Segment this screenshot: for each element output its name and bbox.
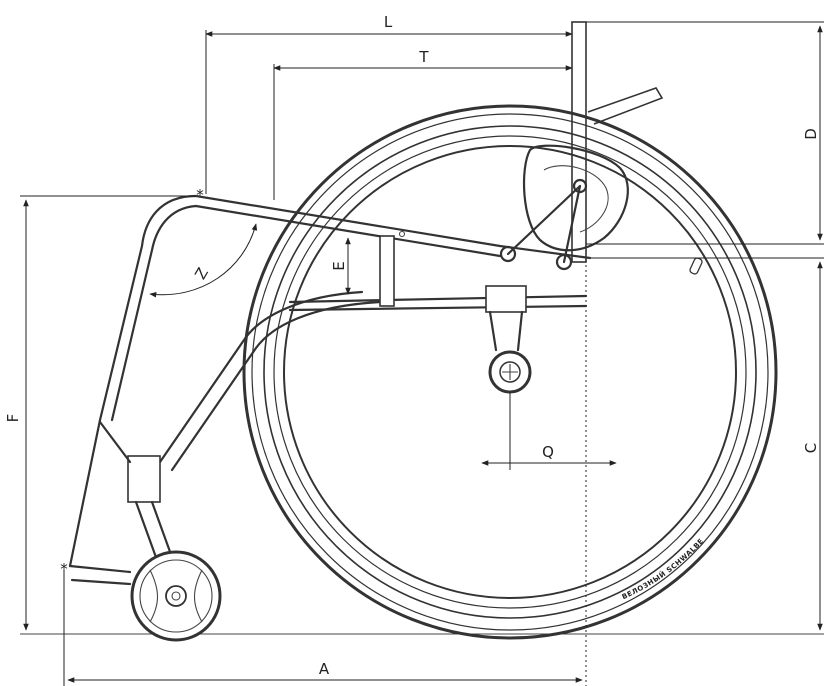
label-L: L: [384, 13, 393, 31]
tire-brand-label: ВЕЛОЗНЫЙ SCHWALBE: [621, 537, 706, 601]
backrest-bracket: [499, 144, 629, 271]
label-Z: Z: [191, 265, 212, 283]
label-C: C: [802, 443, 820, 453]
caster-wheel: [130, 550, 222, 642]
dimension-T: T: [273, 48, 573, 200]
dimension-L: L: [205, 13, 573, 194]
dimension-Z: Z: [149, 223, 258, 298]
dimension-C: C: [590, 257, 824, 631]
axle-plate: [485, 285, 532, 394]
dimension-D: D: [586, 21, 824, 245]
frame: [68, 194, 592, 598]
backrest: [571, 21, 664, 263]
reference-mark-top: *: [196, 186, 204, 204]
frame-bolt: [398, 230, 406, 238]
dimension-F: F: [4, 195, 196, 631]
dimension-A: A: [63, 570, 583, 686]
label-A: A: [319, 660, 330, 678]
dimension-E: E: [330, 237, 351, 295]
brake-knob: [689, 257, 703, 275]
label-T: T: [418, 48, 429, 66]
label-Q: Q: [542, 443, 554, 461]
dimension-Q: Q: [481, 260, 617, 686]
label-E: E: [330, 261, 348, 270]
label-D: D: [802, 128, 820, 140]
label-F: F: [4, 414, 22, 423]
reference-mark-bottom: *: [60, 560, 68, 578]
